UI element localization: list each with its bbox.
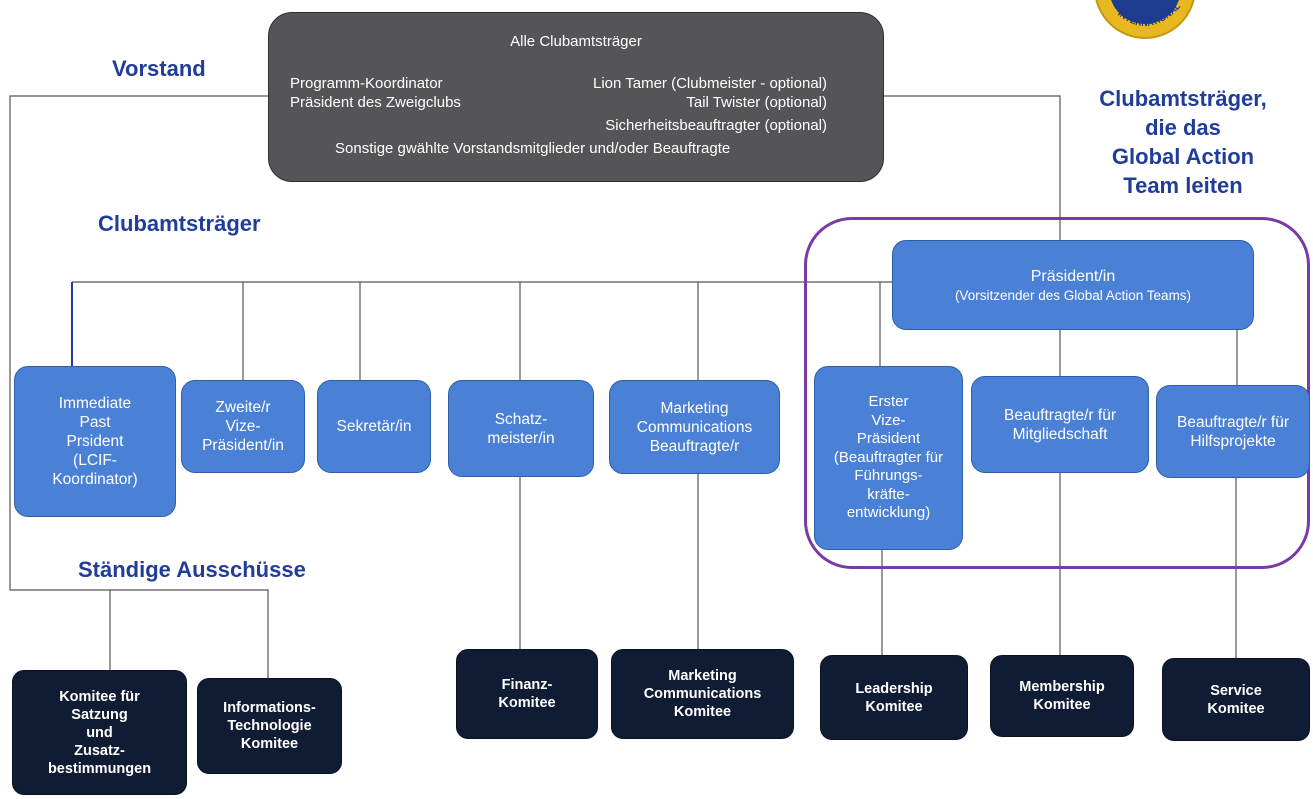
board-item-other-members: Sonstige gwählte Vorstandsmitglieder und… [335,140,731,157]
board-item-branch-president: Präsident des Zweigclubs [290,94,461,111]
gat-service-chair: Beauftragte/r für Hilfsprojekte [1156,385,1310,478]
heading-clubamtstraeger: Clubamtsträger [98,211,261,236]
gat-president: Präsident/in (Vorsitzender des Global Ac… [892,240,1254,330]
committee-marketing-communications: Marketing Communications Komitee [611,649,794,739]
gat-membership-chair: Beauftragte/r für Mitgliedschaft [971,376,1149,473]
lions-emblem-icon: INTERNATIONAL [1095,0,1195,39]
gat-president-subtitle: (Vorsitzender des Global Action Teams) [954,287,1192,303]
committee-leadership: Leadership Komitee [820,655,968,740]
officer-immediate-past-president: Immediate Past Prsident (LCIF- Koordinat… [14,366,176,517]
board-item-lion-tamer: Lion Tamer (Clubmeister - optional) [593,75,827,92]
board-officers-box: Alle Clubamtsträger Programm-Koordinator… [268,12,884,182]
board-item-safety-officer: Sicherheitsbeauftragter (optional) [605,117,827,134]
officer-secretary: Sekretär/in [317,380,431,473]
lions-logo: INTERNATIONAL [1090,0,1200,52]
committee-bylaws: Komitee für Satzung und Zusatz- bestimmu… [12,670,187,795]
top-box-title: Alle Clubamtsträger [510,33,642,50]
officer-second-vice-president: Zweite/r Vize- Präsident/in [181,380,305,473]
committee-finance: Finanz- Komitee [456,649,598,739]
officer-treasurer: Schatz- meister/in [448,380,594,477]
heading-vorstand: Vorstand [112,56,206,81]
board-item-program-coordinator: Programm-Koordinator [290,75,443,92]
heading-standing-committees: Ständige Ausschüsse [78,557,306,582]
committee-service: Service Komitee [1162,658,1310,741]
gat-first-vice-president: Erster Vize- Präsident (Beauftragter für… [814,366,963,550]
gat-president-title: Präsident/in [1030,267,1116,285]
committee-information-technology: Informations- Technologie Komitee [197,678,342,774]
heading-gat-officers: Clubamtsträger, die das Global Action Te… [1099,86,1267,198]
officer-marketing-communications: Marketing Communications Beauftragte/r [609,380,780,474]
committee-membership: Membership Komitee [990,655,1134,737]
board-item-tail-twister: Tail Twister (optional) [686,94,827,111]
